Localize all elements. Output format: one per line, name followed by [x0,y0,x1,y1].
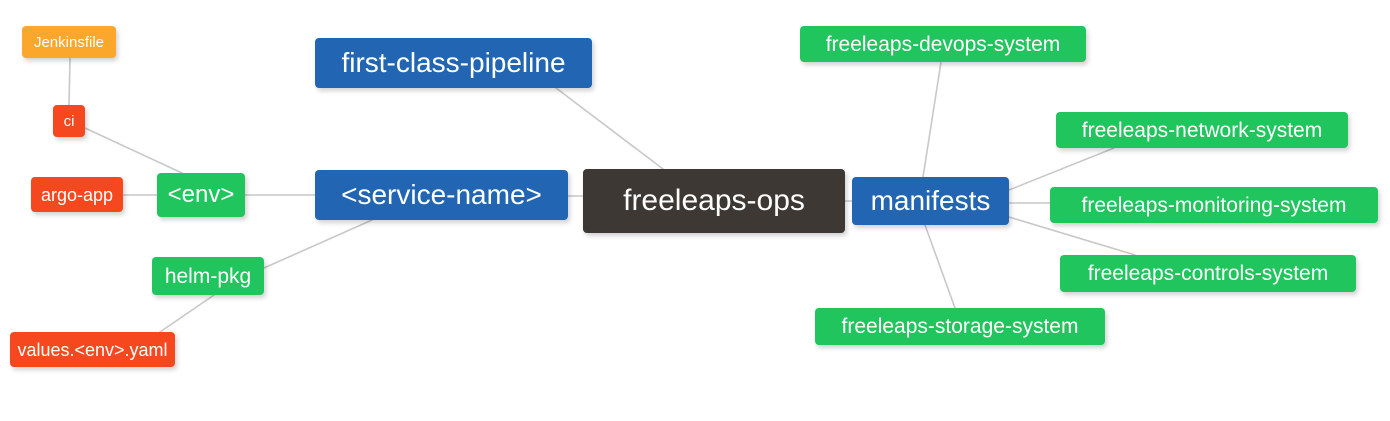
edge-manifests-devops [922,61,942,178]
node-manifests[interactable]: manifests [852,177,1009,225]
edge-manifests-storage [924,224,956,309]
edge-manifests-network [1008,147,1115,191]
node-argo-app[interactable]: argo-app [31,177,123,212]
node-ci[interactable]: ci [53,105,85,137]
edge-helm-servicename [263,219,373,269]
node-first-class-pipeline[interactable]: first-class-pipeline [315,38,592,88]
node-env[interactable]: <env> [157,173,245,217]
node-service-name[interactable]: <service-name> [315,170,568,220]
edge-jenkinsfile-ci [68,57,71,106]
node-freeleaps-storage-system[interactable]: freeleaps-storage-system [815,308,1105,345]
node-values-yaml[interactable]: values.<env>.yaml [10,332,175,367]
node-freeleaps-network-system[interactable]: freeleaps-network-system [1056,112,1348,148]
edge-pipeline-ops [555,87,664,170]
node-jenkinsfile[interactable]: Jenkinsfile [22,26,116,58]
node-freeleaps-monitoring-system[interactable]: freeleaps-monitoring-system [1050,187,1378,223]
edge-ci-env [84,127,183,174]
node-helm-pkg[interactable]: helm-pkg [152,257,264,295]
node-freeleaps-controls-system[interactable]: freeleaps-controls-system [1060,255,1356,292]
node-freeleaps-ops[interactable]: freeleaps-ops [583,169,845,233]
node-freeleaps-devops-system[interactable]: freeleaps-devops-system [800,26,1086,62]
edge-values-helm [159,294,215,333]
